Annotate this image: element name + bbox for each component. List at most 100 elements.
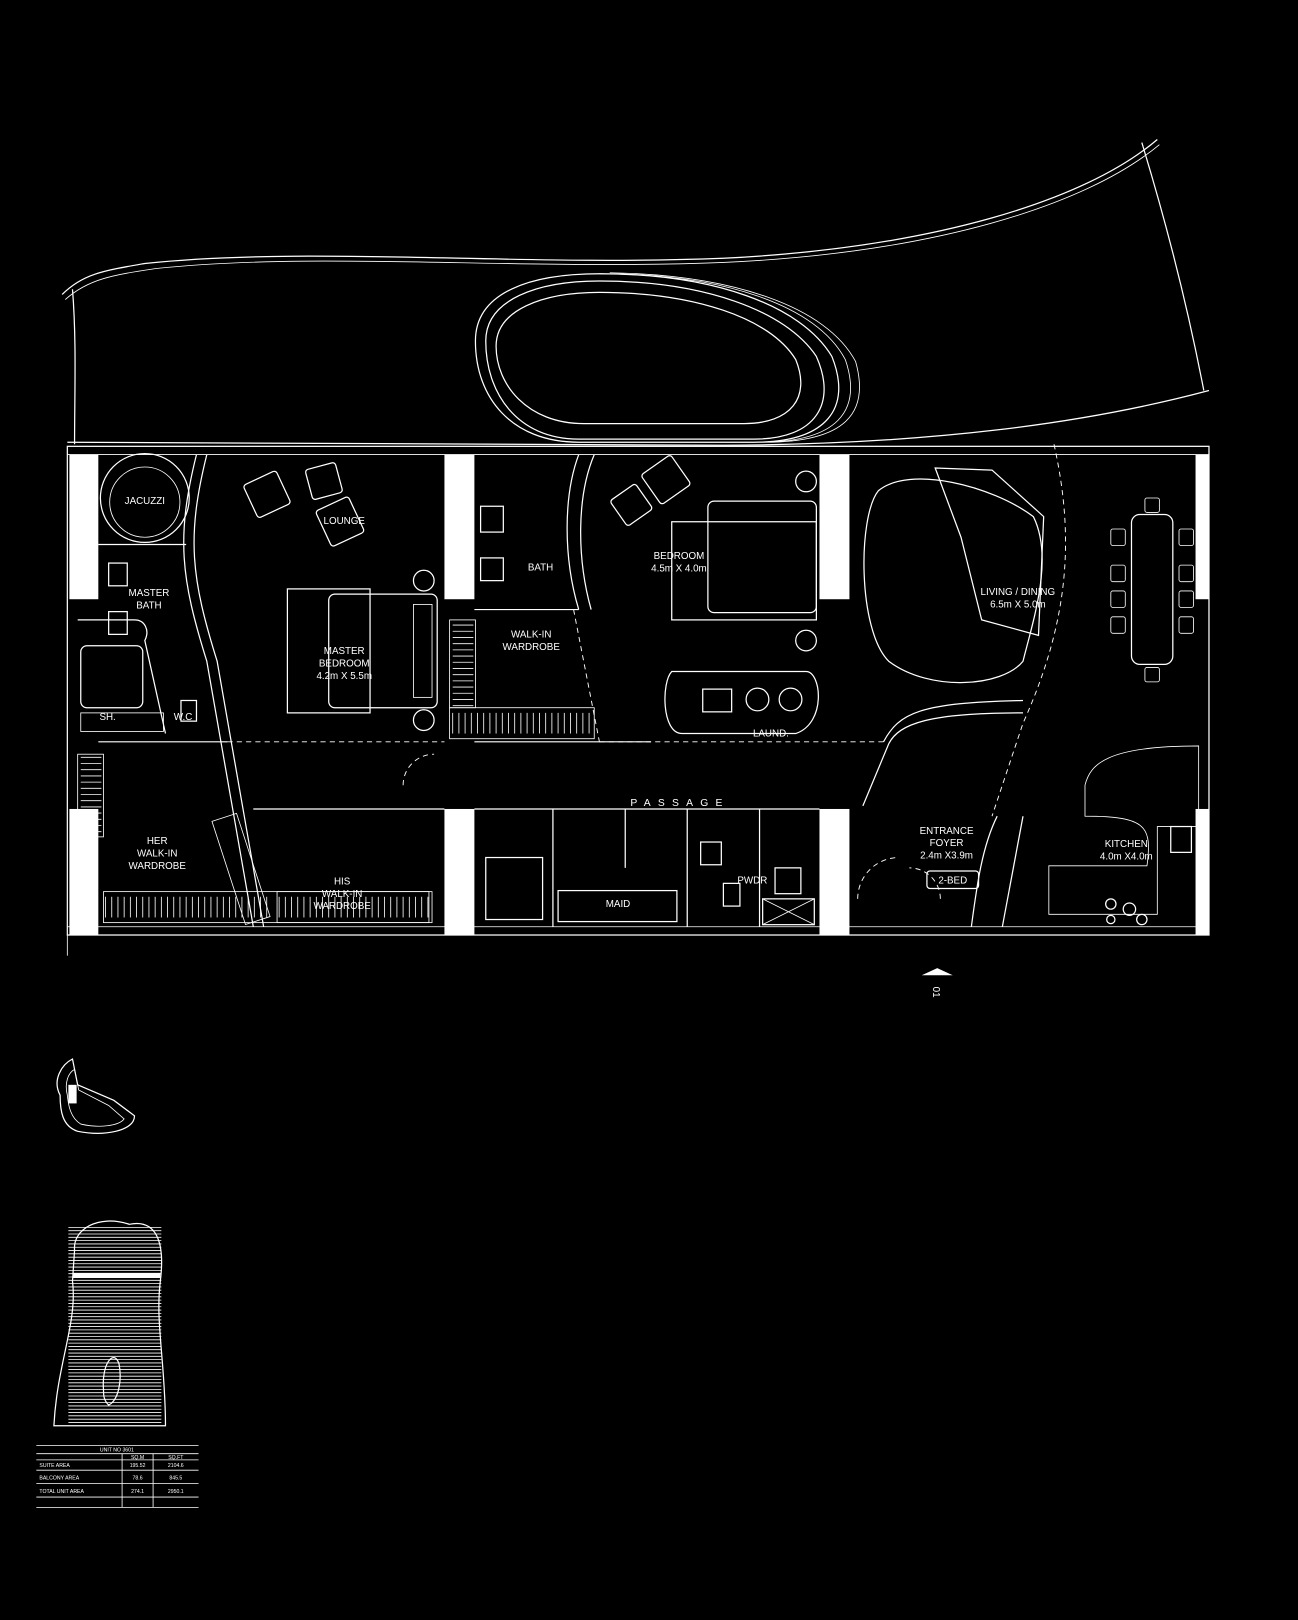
table-row: TOTAL UNIT AREA 274.1 2950.1 [39,1489,183,1495]
bedside-lamp [795,470,817,493]
her-wardrobe-rail [103,891,430,924]
table-row: SUITE AREA 195.52 2104.6 [39,1463,183,1469]
shower-tray [80,645,144,709]
table-row: BALCONY AREA 78.6 845.5 [39,1475,182,1481]
row-sqft: 2104.6 [168,1463,184,1469]
room-labels: JACUZZI LOUNGE MASTER BATH MASTER BEDROO… [99,496,1152,997]
bedside-lamp [795,629,817,652]
label-her-wardrobe-2: WALK-IN [137,848,177,859]
label-powder: PWDR [737,875,767,886]
jacuzzi-tub [99,452,190,544]
label-maid: MAID [606,899,631,910]
col-sqm: SQ.M [131,1455,144,1461]
entry-marker: 01 [930,987,941,998]
wardrobe-hangers [80,624,590,918]
row-label: BALCONY AREA [39,1475,79,1481]
master-bed [328,593,438,709]
row-sqm: 195.52 [130,1463,146,1469]
label-living-dining-size: 6.5m X 5.0m [990,600,1046,611]
armchair [610,483,653,526]
label-master-bath-2: BATH [136,601,161,612]
label-his-wardrobe-3: WARDROBE [313,901,371,912]
bedside-lamp [412,569,435,592]
col-sqft: SQ.FT [168,1455,184,1461]
dining-chair [1144,497,1160,513]
balcony [61,139,1210,446]
kitchen-sink [1170,825,1193,853]
dining-chair [1110,528,1126,546]
utility-sink [702,688,733,713]
label-her-wardrobe: HER [147,836,168,847]
label-passage: PASSAGE [630,798,729,809]
label-entrance-foyer: ENTRANCE [920,826,974,837]
label-entrance-foyer-2: FOYER [930,838,964,849]
dining-chairs [1110,497,1194,683]
wardrobe-rail [77,753,104,838]
bedside-lamp [412,709,435,732]
cooktop-burner [1106,914,1116,925]
label-kitchen: KITCHEN [1105,839,1148,850]
label-master-bedroom: MASTER [324,646,365,657]
bed-rug [286,588,371,714]
label-his-wardrobe-2: WALK-IN [322,889,362,900]
unit-tag-box [926,870,980,890]
label-her-wardrobe-3: WARDROBE [129,861,187,872]
row-sqm: 274.1 [131,1489,144,1495]
kitchen-island-counter [1048,745,1200,915]
area-table: UNIT NO 3601 SQ.M SQ.FT SUITE AREA 195.5… [36,1444,199,1508]
label-kitchen-size: 4.0m X4.0m [1100,852,1153,863]
maid-bed [557,889,678,923]
key-plan-thumbnail [56,1058,136,1134]
sofa-lounge [863,478,1043,684]
shower [485,856,544,921]
row-sqm: 78.6 [133,1475,143,1481]
table-title: UNIT NO 3601 [100,1448,134,1454]
dining-chair [1110,564,1126,583]
basin [700,841,722,866]
dining-chair [1110,590,1126,608]
basin [108,611,128,635]
basin [774,867,802,895]
armchair [641,455,691,505]
dining-chair [1178,564,1194,583]
label-jacuzzi: JACUZZI [125,496,165,507]
label-walk-in-wardrobe-2: WARDROBE [503,642,561,653]
row-label: SUITE AREA [39,1463,70,1469]
label-bedroom-size: 4.5m X 4.0m [651,563,707,574]
dining-chair [1178,528,1194,546]
basin [479,557,504,582]
laundry-counter [664,670,819,735]
ottoman [305,462,343,500]
pool-oval [474,272,860,443]
sectional-sofa [934,467,1045,637]
cooktop-burner [1105,898,1117,910]
dining-table [1130,513,1174,665]
dining-chair [1144,667,1160,683]
label-master-bath: MASTER [129,588,170,599]
dining-chair [1178,616,1194,634]
row-label: TOTAL UNIT AREA [39,1489,84,1495]
label-bedroom: BEDROOM [654,551,705,562]
stone-counter [80,712,164,732]
label-his-wardrobe: HIS [334,876,351,887]
unit-tag: 2-BED [938,875,967,886]
plan-outline [66,445,1210,956]
wardrobe-rail [449,707,595,740]
toilet [722,882,741,907]
cooktop-burner [1136,913,1148,926]
furniture [77,452,1200,926]
label-living-dining: LIVING / DINING [981,587,1056,598]
label-bath: BATH [528,562,553,573]
label-master-bedroom-2: BEDROOM [319,658,370,669]
dryer [778,687,803,712]
toilet [180,699,198,722]
label-lounge: LOUNGE [324,516,366,527]
lounge-chair [315,496,365,547]
label-shower: SH. [99,712,115,723]
cooktop-burner [1122,902,1137,917]
structural-columns [69,454,1209,936]
building-elevation-thumbnail [53,1220,167,1427]
label-laundry: LAUND. [753,729,789,740]
wardrobe-rail [211,812,271,926]
